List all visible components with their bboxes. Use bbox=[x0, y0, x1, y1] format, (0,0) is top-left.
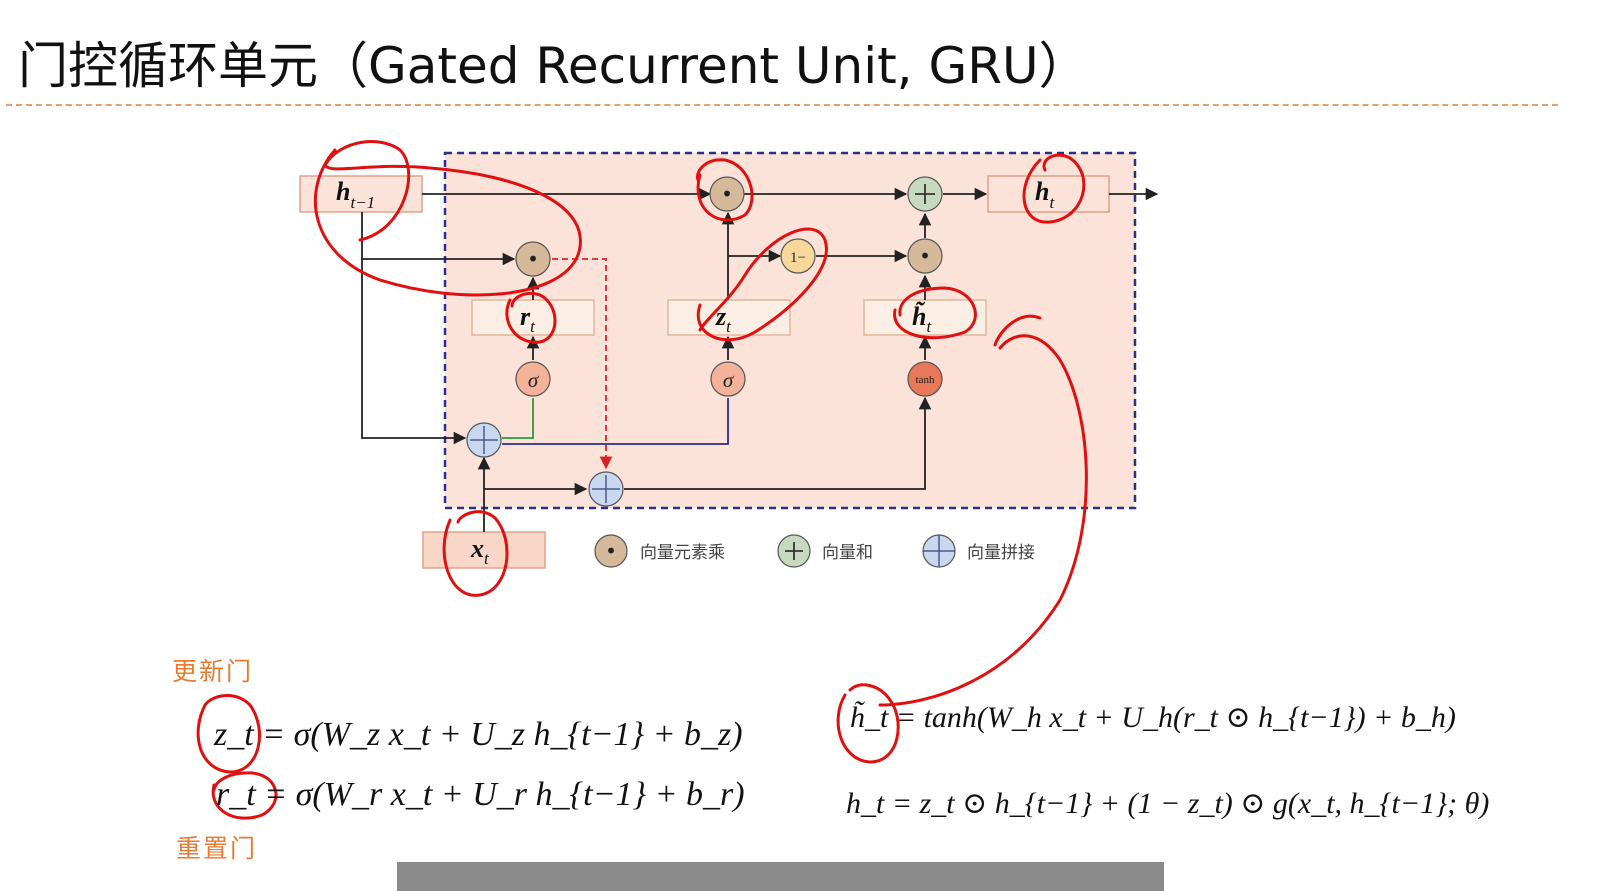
annotation-circle-htilde bbox=[893, 286, 977, 340]
legend-mult-label: 向量元素乘 bbox=[640, 543, 725, 563]
reset-gate-label: 重置门 bbox=[176, 834, 258, 863]
tanh-label: tanh bbox=[916, 374, 935, 386]
update-gate-label: 更新门 bbox=[172, 657, 254, 686]
legend-concat-label: 向量拼接 bbox=[967, 543, 1035, 563]
legend-mult-icon bbox=[594, 534, 628, 568]
annotation-circle-xt bbox=[442, 510, 509, 597]
h-t-label: ht bbox=[1035, 177, 1055, 212]
annotation-arrow bbox=[878, 314, 1088, 707]
video-progress-bar[interactable] bbox=[397, 862, 1164, 891]
dot-symbol: • bbox=[527, 247, 539, 271]
annotation-circle-top-mult bbox=[695, 158, 754, 222]
annotation-circle-rt bbox=[505, 291, 557, 344]
legend-sum-label: 向量和 bbox=[822, 543, 873, 563]
multiply-node-reset bbox=[515, 241, 551, 277]
sigma-node-reset bbox=[515, 361, 551, 397]
one-minus-label: 1− bbox=[790, 250, 806, 266]
sigma-node-update bbox=[710, 361, 746, 397]
equation-reset-gate: r_t = σ(W_r x_t + U_r h_{t−1} + b_r) bbox=[216, 776, 745, 813]
annotation-circle-zt bbox=[696, 227, 828, 342]
slide-title: 门控循环单元（Gated Recurrent Unit, GRU） bbox=[18, 37, 1089, 95]
equation-candidate-state: h̃_t = tanh(W_h x_t + U_h(r_t ⊙ h_{t−1})… bbox=[850, 701, 1456, 734]
r-t-box bbox=[471, 299, 595, 336]
multiply-node-candidate bbox=[907, 238, 943, 274]
annotation-circle-htilde-eq bbox=[836, 683, 900, 764]
annotation-circle-zt-eq bbox=[196, 694, 262, 774]
annotation-circle-hprev bbox=[313, 140, 582, 297]
h-t-box bbox=[987, 175, 1110, 213]
cell-boundary bbox=[443, 151, 1137, 510]
h-tilde-label: h̃t bbox=[912, 301, 932, 336]
h-tilde-box bbox=[863, 299, 987, 336]
dot-symbol: • bbox=[605, 539, 617, 563]
sigma-label: σ bbox=[723, 368, 735, 392]
equation-hidden-state: h_t = z_t ⊙ h_{t−1} + (1 − z_t) ⊙ g(x_t,… bbox=[846, 787, 1490, 820]
multiply-node-top bbox=[709, 176, 745, 212]
annotation-circle-ht bbox=[1022, 153, 1086, 224]
dot-symbol: • bbox=[721, 182, 733, 206]
one-minus-node bbox=[780, 238, 816, 274]
annotation-circle-rt-eq bbox=[211, 771, 278, 820]
x-t-label: xt bbox=[470, 534, 490, 568]
equation-update-gate: z_t = σ(W_z x_t + U_z h_{t−1} + b_z) bbox=[214, 716, 743, 753]
sigma-label: σ bbox=[528, 368, 540, 392]
z-t-box bbox=[667, 299, 791, 336]
h-prev-label: ht−1 bbox=[336, 177, 375, 212]
dot-symbol: • bbox=[919, 244, 931, 268]
tanh-node bbox=[907, 361, 943, 397]
title-divider bbox=[6, 104, 1558, 106]
r-t-label: rt bbox=[520, 302, 536, 336]
